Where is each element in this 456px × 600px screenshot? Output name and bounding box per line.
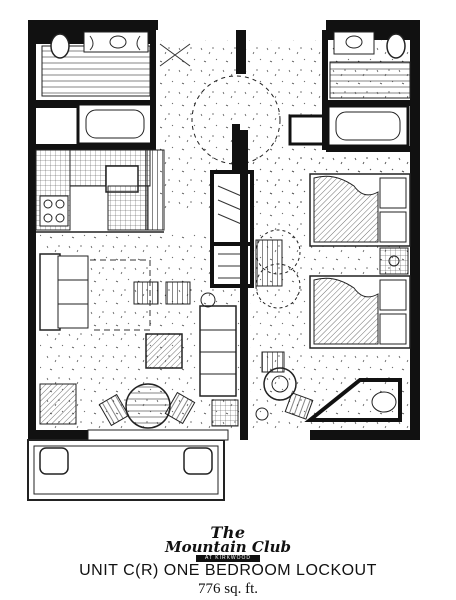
bedroom	[255, 173, 411, 422]
unit-title: UNIT C(R) ONE BEDROOM LOCKOUT	[79, 562, 377, 579]
brand-logo-location: AT KIRKWOOD	[196, 555, 260, 562]
balcony	[27, 429, 229, 501]
unit-area: 776 sq. ft.	[198, 581, 258, 597]
brand-logo-the: The	[210, 523, 246, 542]
exterior-walls	[28, 20, 420, 440]
entry-hall	[159, 43, 326, 440]
kitchen	[35, 149, 165, 233]
living-room	[39, 253, 239, 429]
brand-logo-name: Mountain Club	[165, 538, 291, 556]
left-bathroom	[36, 30, 156, 150]
right-bathroom	[322, 30, 411, 152]
floor-plan-drawing	[27, 20, 420, 501]
